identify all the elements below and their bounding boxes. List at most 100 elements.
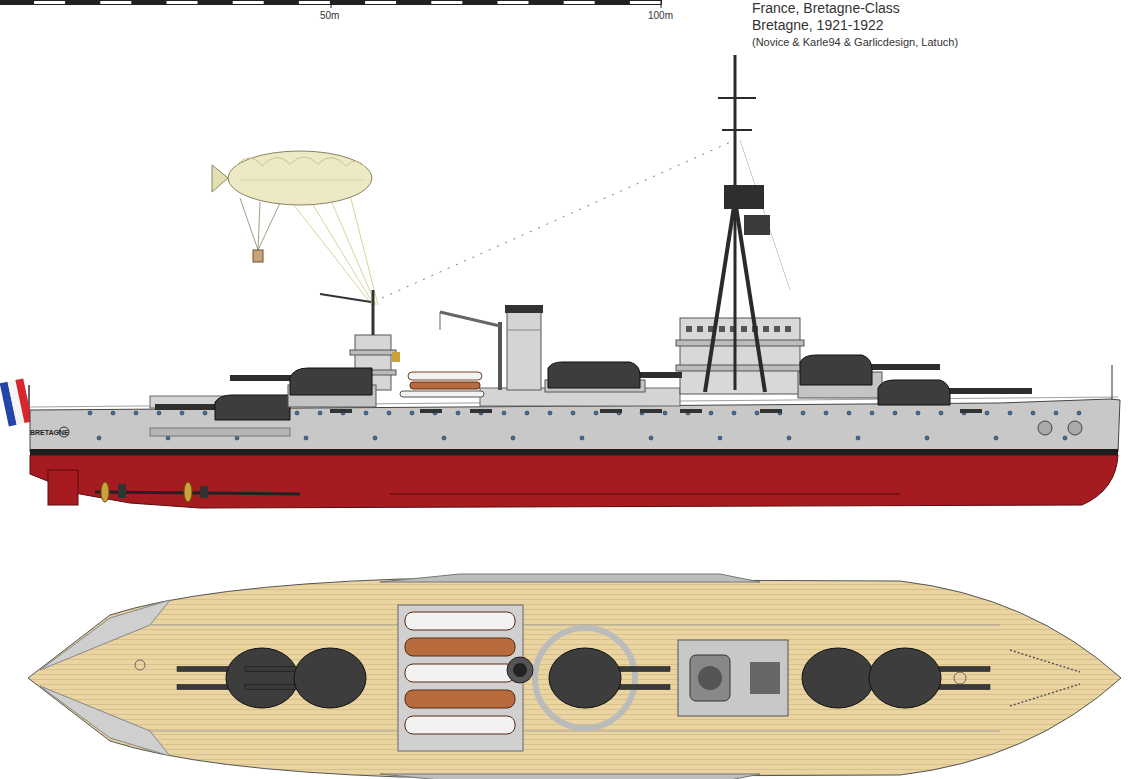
- superstructure: [400, 391, 484, 397]
- observation-balloon: [212, 151, 378, 305]
- superstructure: [230, 375, 292, 381]
- superstructure: [774, 326, 780, 332]
- deck-plan: [869, 648, 990, 708]
- scale-bar: [564, 1, 595, 4]
- deck-plan: [954, 672, 966, 684]
- side-hull: [755, 411, 759, 415]
- side-hull: [1038, 421, 1052, 435]
- scale-bar: [431, 1, 462, 4]
- side-hull: [893, 411, 897, 415]
- side-hull: [580, 436, 584, 440]
- observation-balloon: [240, 198, 258, 250]
- side-hull: [548, 411, 552, 415]
- superstructure: [722, 129, 752, 131]
- side-hull: [847, 411, 851, 415]
- deck-plan: [549, 648, 670, 708]
- side-hull: [150, 428, 290, 436]
- side-hull: [511, 436, 515, 440]
- side-hull: [101, 482, 109, 502]
- side-hull: [200, 486, 208, 498]
- side-hull: [387, 411, 391, 415]
- deck-plan: [513, 663, 527, 677]
- deck-plan: [1010, 650, 1080, 672]
- superstructure: [686, 326, 692, 332]
- deck-plan: [405, 690, 515, 708]
- superstructure: [392, 352, 400, 362]
- deck-plan: [150, 731, 1000, 732]
- superstructure: [320, 294, 371, 302]
- observation-balloon: [212, 165, 228, 192]
- deck-plan: [398, 605, 523, 751]
- side-hull: [824, 411, 828, 415]
- superstructure: [372, 290, 375, 335]
- scale-label: 50m: [320, 10, 339, 21]
- superstructure: [215, 395, 290, 420]
- superstructure: [155, 404, 217, 410]
- superstructure: [548, 362, 640, 388]
- deck-plan: [405, 612, 515, 734]
- scale-bar: [299, 1, 330, 4]
- superstructure: [505, 305, 543, 313]
- observation-balloon: [236, 157, 366, 168]
- scale-label: 100m: [648, 10, 673, 21]
- side-hull: [30, 399, 1120, 452]
- side-hull: [364, 411, 368, 415]
- deck-plan: [535, 628, 635, 728]
- side-hull: [649, 436, 653, 440]
- side-hull: [48, 470, 78, 505]
- side-hull: [1077, 411, 1081, 415]
- side-hull: [1068, 421, 1082, 435]
- superstructure: [760, 409, 782, 413]
- side-hull: [525, 411, 529, 415]
- side-hull: [916, 411, 920, 415]
- deck-plan: [226, 648, 298, 708]
- deck-plan: [869, 648, 941, 708]
- deck-plan: [698, 666, 722, 690]
- side-hull: [502, 411, 506, 415]
- scale-bar: [498, 1, 529, 4]
- deck-plan: [802, 648, 874, 708]
- side-hull: [30, 449, 1118, 455]
- observation-balloon: [240, 180, 365, 181]
- antenna-wire: [382, 140, 735, 298]
- superstructure: [440, 312, 441, 330]
- side-hull: [157, 411, 161, 415]
- ensign-flag: [0, 378, 32, 426]
- superstructure: [250, 409, 982, 413]
- superstructure: [420, 409, 442, 413]
- scale-bar: [630, 1, 661, 4]
- side-hull: [180, 411, 184, 415]
- side-hull: [870, 411, 874, 415]
- side-hull: [295, 411, 299, 415]
- superstructure: [734, 55, 737, 390]
- superstructure: [680, 318, 800, 394]
- superstructure: [290, 368, 372, 395]
- superstructure: [676, 340, 804, 346]
- deck-plan: [750, 662, 780, 694]
- deck-plan: [507, 657, 533, 683]
- deck-plan: [380, 774, 760, 779]
- superstructure: [410, 382, 480, 389]
- deck-plan: [28, 574, 1121, 779]
- ensign-flag: [0, 378, 32, 426]
- side-hull: [456, 411, 460, 415]
- side-hull: [994, 436, 998, 440]
- side-hull: [88, 411, 92, 415]
- side-hull: [594, 411, 598, 415]
- side-hull: [184, 482, 192, 502]
- side-hull: [985, 411, 989, 415]
- deck-plan: [40, 686, 170, 756]
- superstructure: [470, 409, 492, 413]
- superstructure: [680, 409, 702, 413]
- observation-balloon: [228, 151, 372, 205]
- superstructure: [686, 326, 791, 332]
- scale-bar: [331, 0, 332, 8]
- superstructure: [744, 215, 770, 235]
- side-hull: [1054, 411, 1058, 415]
- side-hull: [1031, 411, 1035, 415]
- side-hull: [118, 484, 126, 498]
- superstructure: [878, 380, 950, 405]
- scale-bar: [233, 1, 264, 4]
- scale-bar: [661, 0, 662, 8]
